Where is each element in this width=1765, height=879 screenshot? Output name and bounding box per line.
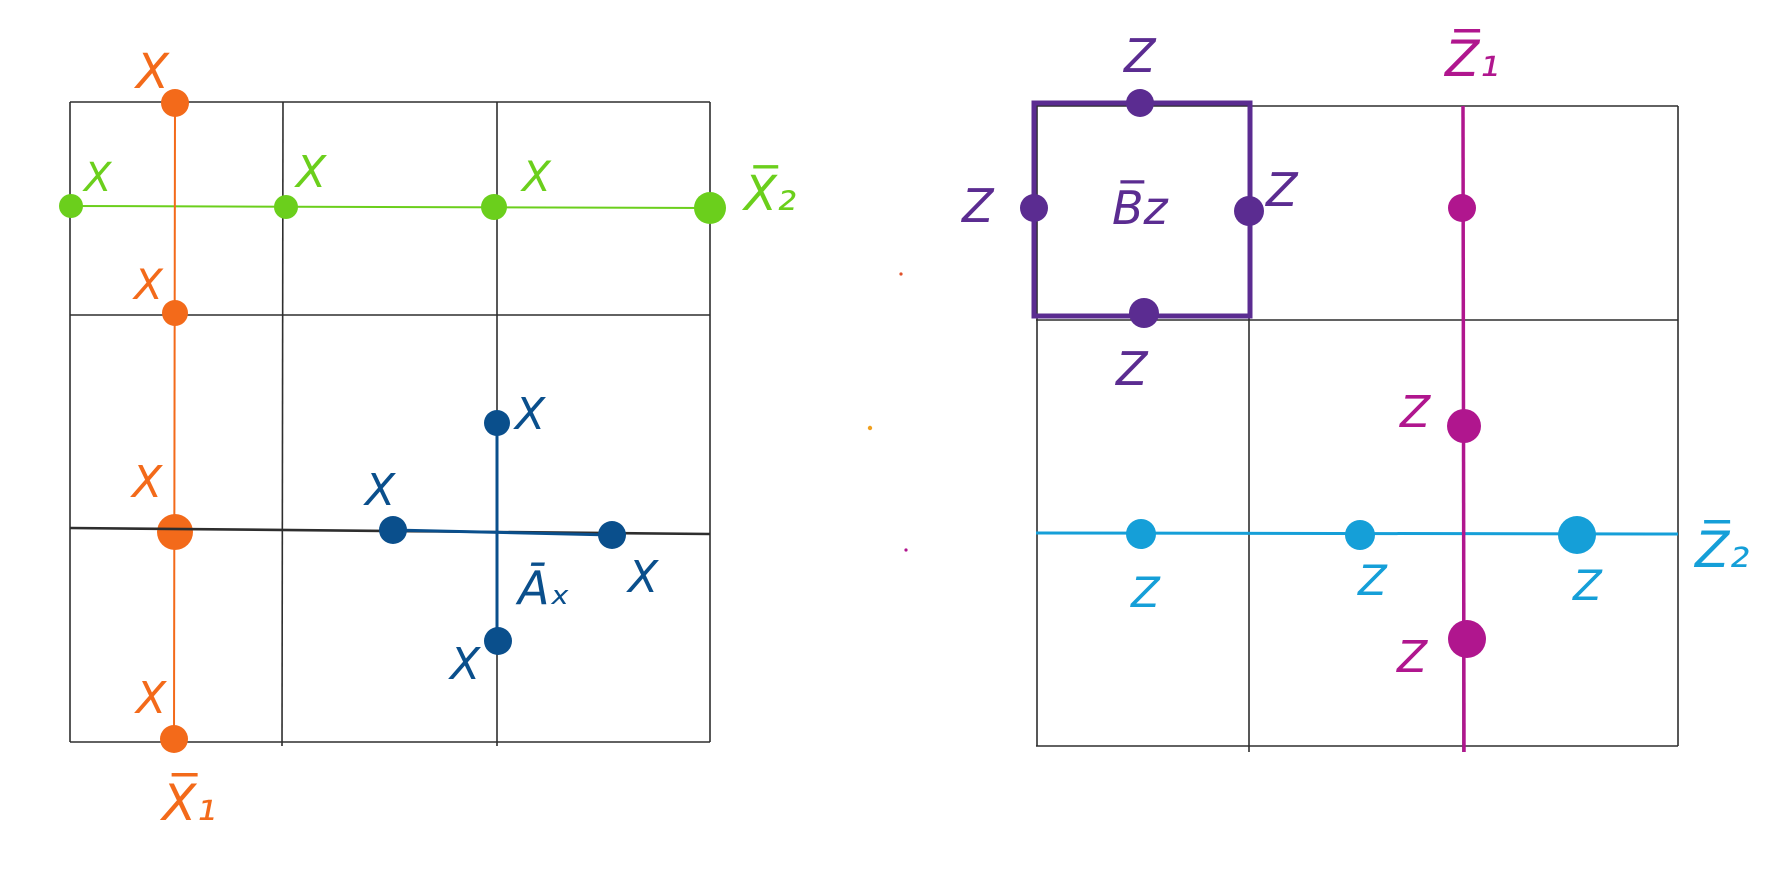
logical-x1-label: X̅₁ <box>159 773 216 832</box>
logical-x2-string: X X X X̅₂ <box>59 147 796 224</box>
qubit-node <box>1448 620 1486 658</box>
qubit-node <box>481 194 507 220</box>
left-lattice: X X X X̅₂ X X X X X̅₁ <box>59 44 796 832</box>
star-operator-label: Āₓ <box>515 561 570 615</box>
qubit-x-label: X <box>294 147 327 198</box>
qubit-node <box>1020 194 1048 222</box>
qubit-node <box>1448 194 1476 222</box>
qubit-z-label: Z <box>1122 29 1157 83</box>
qubit-z-label: Z <box>1396 632 1428 683</box>
plaquette-label: B̅z <box>1112 180 1169 235</box>
qubit-x-label: X <box>513 389 546 440</box>
qubit-z-label: Z <box>1572 561 1603 610</box>
logical-z1-label: Z̅₁ <box>1443 29 1499 88</box>
qubit-node <box>59 194 83 218</box>
logical-x2-line <box>69 205 711 209</box>
logical-x2-label: X̅₂ <box>741 164 796 222</box>
qubit-x-label: X <box>448 639 481 690</box>
qubit-node <box>1126 519 1156 549</box>
qubit-node <box>694 192 726 224</box>
qubit-x-label: X <box>132 260 164 309</box>
qubit-node <box>162 300 188 326</box>
qubit-z-label: Z <box>1264 163 1299 217</box>
logical-z2-string: Z Z Z Z̅₂ <box>1035 516 1749 617</box>
star-operator: X X X X Āₓ <box>363 389 659 690</box>
qubit-x-label: X <box>133 44 170 100</box>
qubit-node <box>1234 196 1264 226</box>
left-lattice-grid <box>69 101 711 747</box>
qubit-z-label: Z <box>1357 556 1388 605</box>
qubit-x-label: X <box>363 465 396 516</box>
qubit-node <box>161 89 189 117</box>
stray-speck <box>867 425 873 431</box>
qubit-z-label: Z <box>1399 387 1431 438</box>
qubit-node <box>1558 516 1596 554</box>
star-horizontal-arm <box>392 528 613 537</box>
stray-speck <box>899 272 903 276</box>
stray-marks <box>867 272 908 552</box>
qubit-node <box>379 516 407 544</box>
logical-z2-label: Z̅₂ <box>1693 520 1749 579</box>
qubit-node <box>274 195 298 219</box>
qubit-x-label: X <box>134 673 167 724</box>
logical-x1-line <box>173 101 176 741</box>
plaquette-operator: Z Z Z Z B̅z <box>960 29 1299 396</box>
qubit-z-label: Z <box>960 179 995 233</box>
stray-speck <box>904 548 908 552</box>
qubit-node <box>1126 89 1154 117</box>
qubit-node <box>484 410 510 436</box>
qubit-node <box>1345 520 1375 550</box>
qubit-x-label: X <box>82 155 113 201</box>
qubit-node <box>484 627 512 655</box>
qubit-x-label: X <box>520 152 552 201</box>
qubit-x-label: X <box>130 457 163 508</box>
qubit-node <box>598 521 626 549</box>
qubit-node <box>1129 298 1159 328</box>
qubit-z-label: Z <box>1130 568 1161 617</box>
logical-z1-string: Z Z Z̅₁ <box>1396 29 1499 753</box>
qubit-node <box>160 725 188 753</box>
qubit-node <box>1447 409 1481 443</box>
qubit-x-label: X <box>626 552 659 603</box>
qubit-node <box>157 514 193 550</box>
right-lattice: Z Z Z Z̅₂ Z Z Z̅₁ Z Z Z Z B̅z <box>960 29 1749 753</box>
logical-x1-string: X X X X X̅₁ <box>130 44 216 832</box>
qubit-z-label: Z <box>1114 342 1149 396</box>
